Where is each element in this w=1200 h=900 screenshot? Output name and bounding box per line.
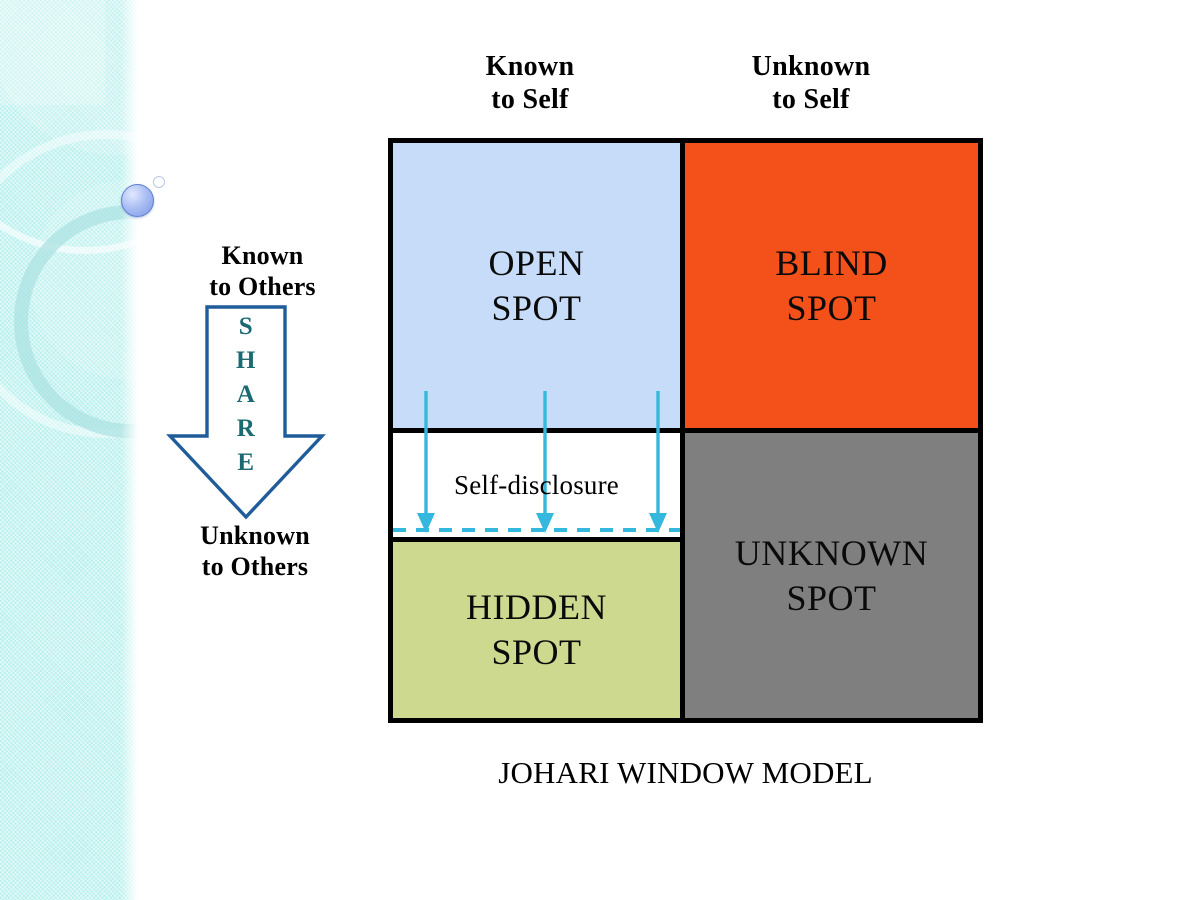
panel-edge-fade [121,0,137,900]
column-header-known-to-self: Known to Self [420,50,640,116]
quadrant-label: OPEN SPOT [488,241,584,331]
disclosure-dashed-line [393,528,680,532]
quadrant-label: BLIND SPOT [775,241,888,331]
column-header-line2: to Self [772,84,850,116]
down-arrow-icon [166,305,326,520]
quadrant-blind-spot[interactable]: BLIND SPOT [685,143,978,428]
grid-divider-vertical [680,143,685,718]
row-label-known-to-others: Known to Others [150,240,375,302]
column-header-line1: Known [485,51,575,82]
quadrant-label-line2: SPOT [786,577,877,618]
bubble-sphere-icon [121,184,154,217]
diagram-title: JOHARI WINDOW MODEL [498,755,873,790]
quadrant-label-line1: BLIND [775,242,888,283]
quadrant-label: HIDDEN SPOT [466,585,607,675]
quadrant-label-line1: OPEN [488,242,585,283]
grid-divider-horizontal-right [685,428,978,433]
row-label-unknown-to-others: Unknown to Others [140,520,370,582]
column-header-line2: to Self [491,84,569,116]
row-label-line2: to Others [201,552,309,582]
panel-ring-middle [0,130,137,438]
quadrant-label: UNKNOWN SPOT [735,531,928,621]
row-label-line1: Known [221,241,304,270]
self-disclosure-band: Self-disclosure [393,433,680,537]
column-header-unknown-to-self: Unknown to Self [700,50,922,116]
quadrant-label-line2: SPOT [491,632,582,672]
quadrant-label-line1: HIDDEN [466,587,607,627]
quadrant-label-line1: UNKNOWN [734,532,929,573]
column-header-line1: Unknown [751,51,871,82]
quadrant-hidden-spot[interactable]: HIDDEN SPOT [393,542,680,718]
self-disclosure-label: Self-disclosure [454,469,619,500]
grid-divider-horizontal-lower-left [393,537,680,542]
johari-window-grid: OPEN SPOT BLIND SPOT Self-disclosure HID… [388,138,983,723]
quadrant-open-spot[interactable]: OPEN SPOT [393,143,680,428]
quadrant-label-line2: SPOT [786,287,877,328]
row-label-line2: to Others [209,272,316,302]
share-down-arrow-icon: S H A R E [165,303,327,523]
bubble-outline-icon [153,176,165,188]
row-label-line1: Unknown [200,521,310,550]
quadrant-unknown-spot[interactable]: UNKNOWN SPOT [685,433,978,718]
quadrant-label-line2: SPOT [491,287,582,328]
grid-divider-horizontal-upper-left [393,428,680,433]
decorative-side-panel [0,0,137,900]
